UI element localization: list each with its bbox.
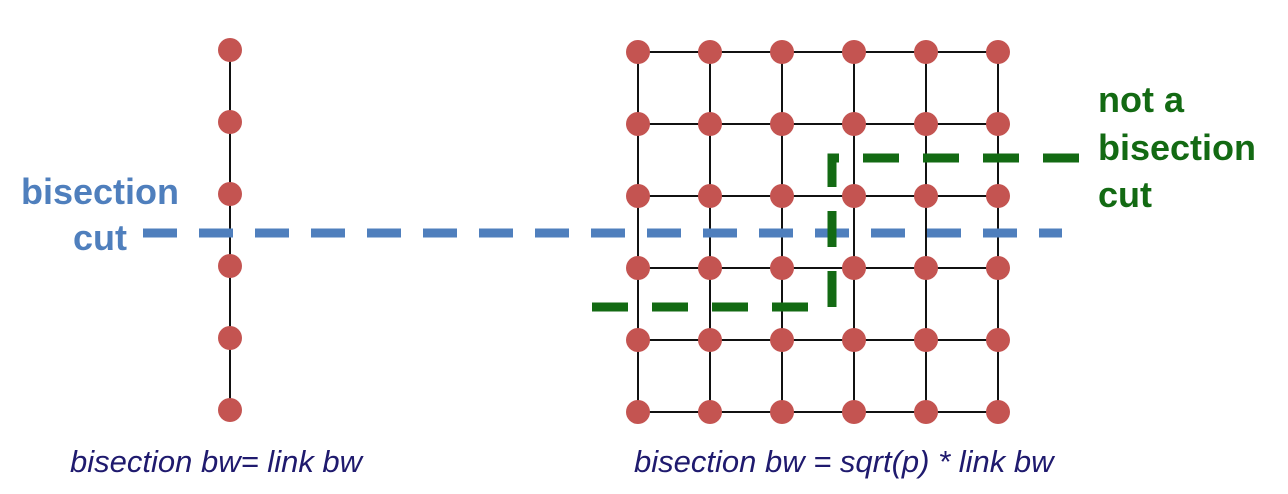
mesh-node <box>842 400 866 424</box>
mesh-node <box>626 328 650 352</box>
linear-array-node <box>218 38 242 62</box>
not-bisection-cut-line <box>592 153 1086 312</box>
mesh-node <box>770 112 794 136</box>
mesh-node <box>914 328 938 352</box>
not-bisection-cut-label-line-1: not a <box>1098 79 1185 120</box>
bisection-cut-label-line-1: bisection <box>21 171 179 212</box>
linear-array-node <box>218 398 242 422</box>
mesh-node <box>914 184 938 208</box>
linear-array-node <box>218 326 242 350</box>
linear-array-node <box>218 182 242 206</box>
mesh-node <box>698 184 722 208</box>
mesh-node <box>842 256 866 280</box>
mesh-node <box>914 400 938 424</box>
linear-array-node <box>218 110 242 134</box>
mesh-node <box>986 328 1010 352</box>
mesh-node <box>770 40 794 64</box>
mesh-node <box>626 40 650 64</box>
mesh-node <box>986 40 1010 64</box>
mesh-node <box>770 184 794 208</box>
mesh-node <box>698 256 722 280</box>
mesh-node <box>914 256 938 280</box>
mesh-node <box>626 112 650 136</box>
mesh-node <box>626 256 650 280</box>
mesh-node <box>986 256 1010 280</box>
mesh-node <box>914 40 938 64</box>
linear-array-node <box>218 254 242 278</box>
nodes <box>218 38 1010 424</box>
mesh-node <box>698 40 722 64</box>
mesh-node <box>770 400 794 424</box>
mesh-node <box>842 328 866 352</box>
mesh-caption: bisection bw = sqrt(p) * link bw <box>634 444 1056 479</box>
mesh-node <box>986 184 1010 208</box>
mesh-node <box>986 112 1010 136</box>
mesh-node <box>626 400 650 424</box>
mesh-node <box>986 400 1010 424</box>
mesh-node <box>698 328 722 352</box>
mesh-node <box>770 256 794 280</box>
not-bisection-cut-label-line-3: cut <box>1098 174 1152 215</box>
mesh-node <box>842 112 866 136</box>
linear-array-caption: bisection bw= link bw <box>70 444 365 479</box>
mesh-node <box>842 184 866 208</box>
mesh-node <box>770 328 794 352</box>
bisection-cut-label-line-2: cut <box>73 217 127 258</box>
not-bisection-cut-label-line-2: bisection <box>1098 127 1256 168</box>
mesh-node <box>914 112 938 136</box>
mesh-node <box>842 40 866 64</box>
mesh-node <box>626 184 650 208</box>
mesh-node <box>698 112 722 136</box>
mesh-node <box>698 400 722 424</box>
